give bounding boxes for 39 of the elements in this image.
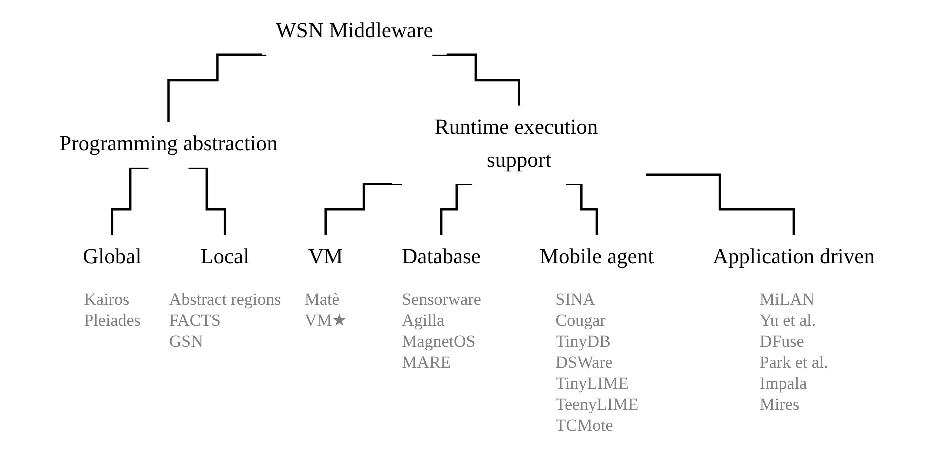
system-name: TinyLIME: [556, 372, 630, 394]
system-name: Impala: [760, 372, 808, 394]
system-name: MiLAN: [760, 288, 816, 310]
node-text: Database: [402, 245, 482, 270]
system-name: GSN: [169, 330, 204, 352]
system-name: Matè: [304, 288, 341, 310]
system-name: VM★: [304, 310, 348, 331]
system-name: Cougar: [556, 310, 607, 331]
connector: [111, 166, 149, 236]
system-name: DFuse: [760, 330, 806, 352]
system-name: Kairos: [84, 288, 131, 310]
system-name: MagnetOS: [402, 330, 477, 352]
system-name: Abstract regions: [169, 288, 282, 310]
connector: [324, 182, 402, 236]
node-text: VM: [308, 245, 344, 270]
system-name: TeenyLIME: [556, 394, 639, 415]
connector: [188, 166, 226, 236]
system-name: SINA: [556, 288, 596, 310]
node-text: WSN Middleware: [276, 19, 434, 44]
system-name: Pleiades: [84, 310, 141, 331]
system-name: Sensorware: [402, 288, 482, 310]
node-text: Global: [83, 245, 142, 270]
system-name: Park et al.: [760, 352, 828, 373]
system-name: FACTS: [169, 310, 222, 331]
system-name: Yu et al.: [760, 310, 818, 331]
system-name: Agilla: [402, 310, 446, 331]
system-name: Mires: [760, 394, 801, 415]
connector: [440, 182, 472, 236]
system-name: TCMote: [556, 414, 614, 436]
system-name: DSWare: [556, 352, 614, 373]
node-text: Local: [200, 245, 250, 270]
connector: [646, 174, 796, 236]
node-text: Application driven: [713, 245, 876, 270]
connector: [168, 54, 267, 124]
system-name: MARE: [402, 352, 452, 373]
connector: [566, 182, 598, 236]
node-text: Mobile agent: [540, 245, 654, 270]
connector: [432, 54, 521, 108]
system-name: TinyDB: [556, 330, 612, 352]
